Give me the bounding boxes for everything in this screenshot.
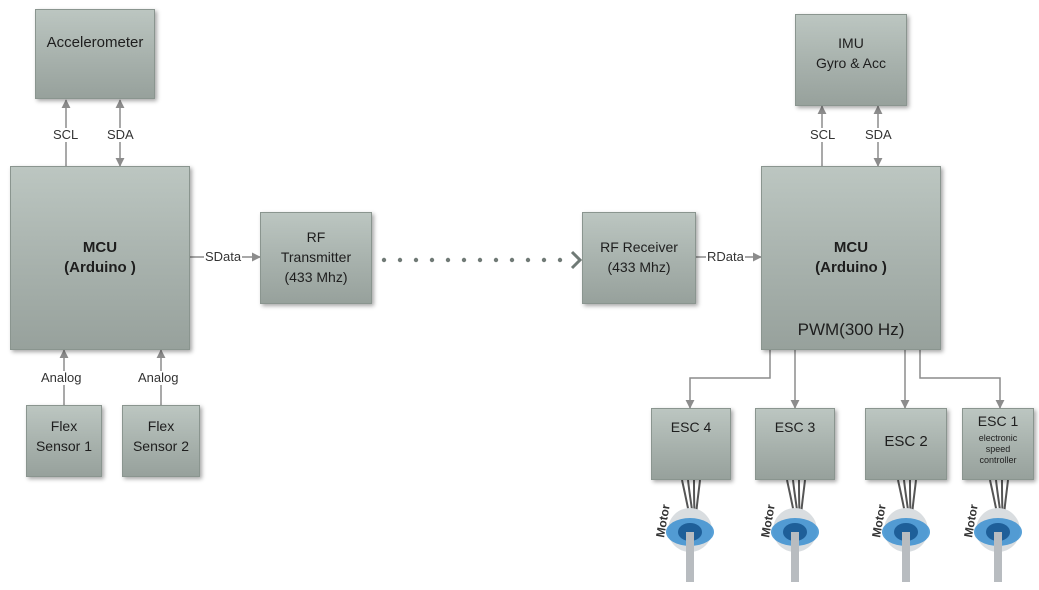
imu-line1: IMU [838,35,864,51]
imu-line2: Gyro & Acc [815,55,887,71]
rf-receiver-line1: RF Receiver [600,239,678,255]
rf-transmitter-block: RF Transmitter (433 Mhz) [260,212,372,304]
right-mcu-subtitle: (Arduino ) [815,259,887,276]
analog-label-2: Analog [137,370,180,385]
sdata-label: SData [204,249,243,264]
esc1-desc-1: electronic [978,433,1018,443]
rf-transmitter-line3: (433 Mhz) [284,269,348,285]
motor-label-4: Motor [961,503,981,539]
rdata-label: RData [706,249,745,264]
right-mcu-title: MCU [833,239,869,256]
esc1-desc-2: speed [985,444,1011,454]
rf-receiver-line2: (433 Mhz) [607,259,671,275]
rf-transmitter-line1: RF [306,229,326,245]
right-scl-label: SCL [809,127,837,142]
motor-label-2: Motor [758,503,778,539]
left-scl-label: SCL [52,127,80,142]
analog-label-1: Analog [40,370,83,385]
esc1-desc-3: controller [979,455,1017,465]
esc1-block: ESC 1 electronic speed controller [962,408,1034,480]
rf-receiver-block: RF Receiver (433 Mhz) [582,212,696,304]
left-mcu-title: MCU [82,239,118,256]
left-mcu-subtitle: (Arduino ) [64,259,136,276]
motor-1 [666,479,714,582]
right-mcu-block: MCU (Arduino ) PWM(300 Hz) [761,166,941,350]
flex-sensor-1-line2: Sensor 1 [35,438,93,454]
flex-sensor-2-block: Flex Sensor 2 [122,405,200,477]
esc4-block: ESC 4 [651,408,731,480]
flex-sensor-1-block: Flex Sensor 1 [26,405,102,477]
esc3-label: ESC 3 [774,419,816,435]
esc2-label: ESC 2 [884,433,928,450]
motor-label-1: Motor [653,503,673,539]
esc1-label: ESC 1 [977,413,1019,429]
imu-block: IMU Gyro & Acc [795,14,907,106]
motor-label-3: Motor [869,503,889,539]
esc2-block: ESC 2 [865,408,947,480]
accelerometer-label: Accelerometer [46,34,144,51]
left-sda-label: SDA [106,127,135,142]
accelerometer-block: Accelerometer [35,9,155,99]
esc4-label: ESC 4 [670,419,712,435]
motor-3 [882,479,930,582]
flex-sensor-2-line1: Flex [147,418,175,434]
flex-sensor-1-line1: Flex [50,418,78,434]
rf-transmitter-line2: Transmitter [280,249,352,265]
left-mcu-block: MCU (Arduino ) [10,166,190,350]
esc3-block: ESC 3 [755,408,835,480]
right-sda-label: SDA [864,127,893,142]
flex-sensor-2-line2: Sensor 2 [132,438,190,454]
motor-4 [974,479,1022,582]
pwm-label: PWM(300 Hz) [797,320,905,339]
motor-2 [771,479,819,582]
